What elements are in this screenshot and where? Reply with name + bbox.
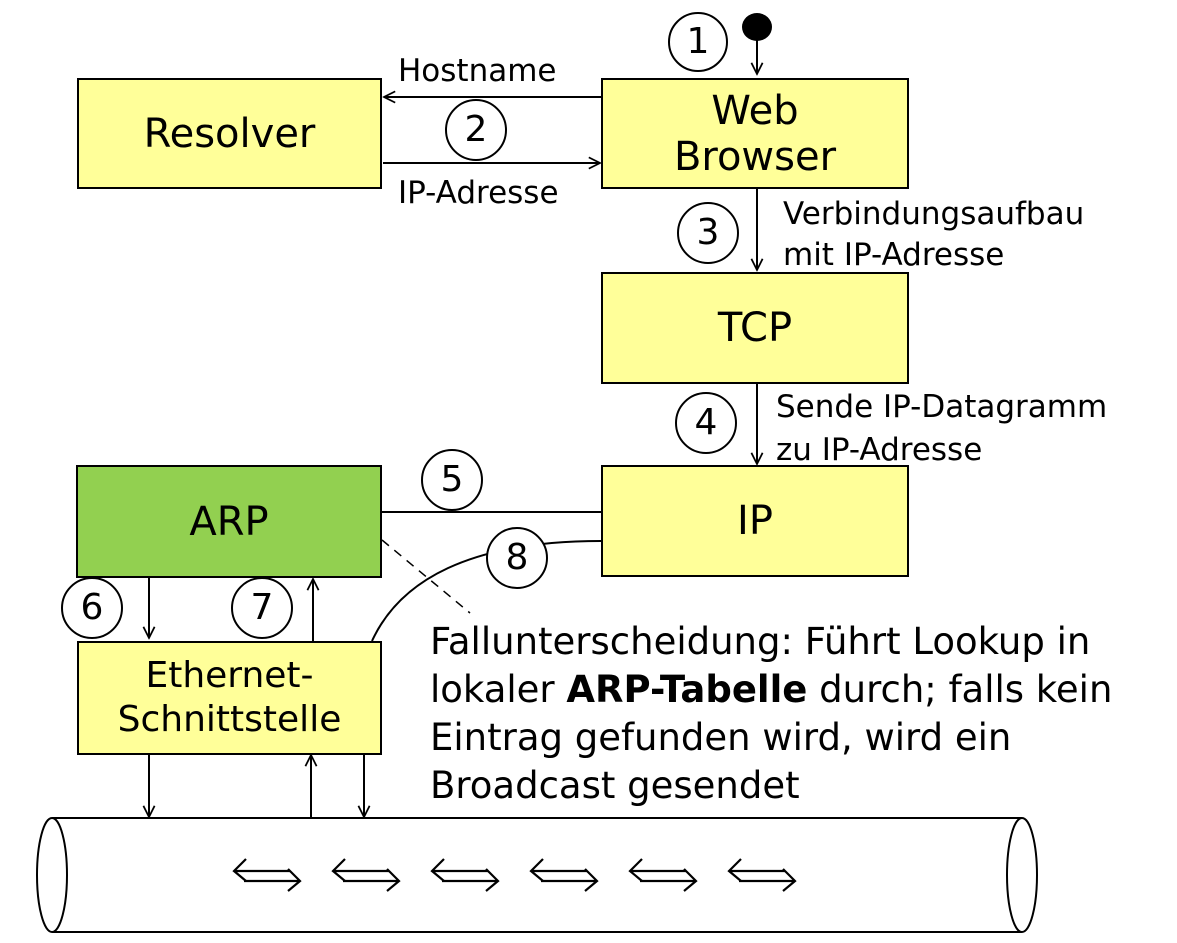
step-6-circle [61,577,123,639]
label-verbindungsaufbau-line2: mit IP-Adresse [783,237,1005,273]
step-1-circle [668,12,728,72]
note-pointer [381,539,471,614]
label-hostname: Hostname [398,53,557,89]
tcp-label: TCP [717,305,793,351]
arp-lookup-note: Fallunterscheidung: Führt Lookup in loka… [430,618,1170,810]
exchange-arrows-icon [430,858,500,892]
step-8-circle [486,527,548,589]
label-ip-adresse: IP-Adresse [398,175,559,211]
label-sende-line2: zu IP-Adresse [776,432,983,468]
web-browser-label-line2: Browser [673,133,837,180]
web-browser-box: Web Browser [601,78,909,189]
step-2-circle [445,99,507,161]
step-3-circle [677,202,739,264]
ethernet-label-line1: Ethernet- [145,655,314,696]
step-1-number: 1 [686,21,710,62]
ethernet-interface-box: Ethernet- Schnittstelle [77,641,382,755]
step-4-circle [675,392,737,454]
arp-label: ARP [189,498,269,545]
step-8-number: 8 [505,537,529,578]
label-verbindungsaufbau-line1: Verbindungsaufbau [783,196,1085,232]
step-4-number: 4 [694,402,718,443]
exchange-arrows-icon [232,858,302,892]
exchange-arrows-icon [727,858,797,892]
exchange-arrows-icon [529,858,599,892]
curve-ip-to-ethernet [371,540,602,642]
note-arp-table: ARP-Tabelle [566,668,808,711]
note-text-2: durch; falls kein Eintrag gefunden wird,… [430,668,1113,807]
arp-box: ARP [76,465,382,578]
web-browser-label-line1: Web [711,87,799,134]
resolver-box: Resolver [77,78,382,189]
step-2-number: 2 [464,109,488,150]
tcp-box: TCP [601,272,909,384]
step-5-circle [421,449,483,511]
step-7-circle [231,577,293,639]
step-6-number: 6 [80,587,104,628]
exchange-arrows-icon [628,858,698,892]
step-3-number: 3 [696,212,720,253]
step-5-number: 5 [440,459,464,500]
network-cable [36,817,1038,933]
network-packets [232,858,797,892]
label-sende-line1: Sende IP-Datagramm [776,389,1108,425]
start-dot [742,13,772,41]
note-text-1: Fallunterscheidung: Führt Lookup in loka… [430,620,1091,711]
step-7-number: 7 [250,587,274,628]
resolver-label: Resolver [143,110,316,157]
ip-label: IP [737,498,773,544]
ethernet-label-line2: Schnittstelle [117,699,342,740]
ip-box: IP [601,465,909,577]
exchange-arrows-icon [331,858,401,892]
